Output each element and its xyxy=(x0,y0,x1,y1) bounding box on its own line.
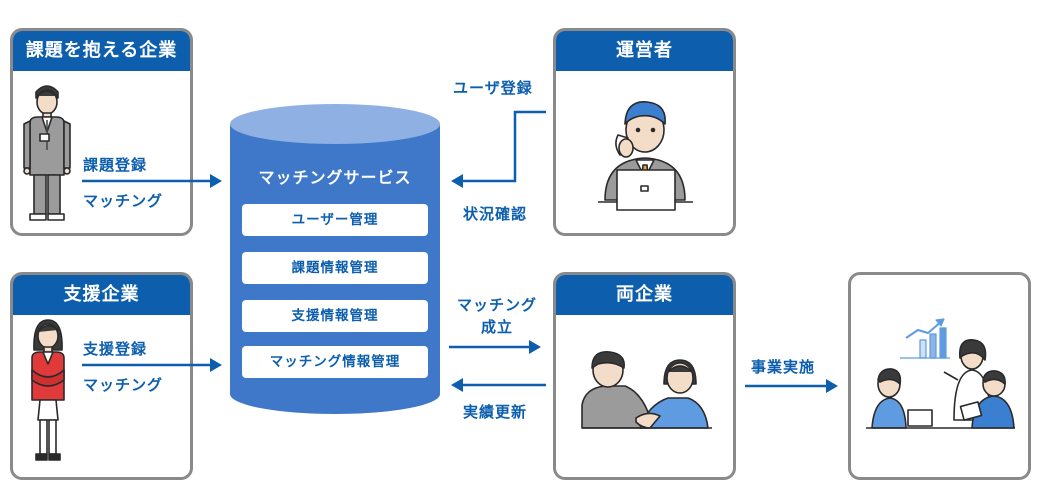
handshake-illustration xyxy=(581,351,712,429)
arrowhead xyxy=(451,174,463,188)
status-check-label: 状況確認 xyxy=(463,205,528,223)
meeting-illustration xyxy=(866,318,1015,429)
growth-chart-icon xyxy=(900,318,950,359)
arrowhead xyxy=(451,378,463,392)
service-item-problem-info: 課題情報管理 xyxy=(242,252,428,284)
both-companies-box: 両企業 xyxy=(553,272,736,480)
arrowhead xyxy=(210,174,222,188)
operator-illustration xyxy=(598,101,693,211)
arrowhead xyxy=(210,358,222,372)
service-title: マッチングサービス xyxy=(258,168,412,187)
support-company-title: 支援企業 xyxy=(13,275,190,315)
business-execution-label: 事業実施 xyxy=(751,358,816,376)
arrowhead xyxy=(826,379,838,393)
user-registration-label: ユーザ登録 xyxy=(453,79,533,97)
matching-established-label-2: 成立 xyxy=(480,318,513,336)
businessman-illustration xyxy=(23,85,71,221)
problem-registration-label: 課題登録 xyxy=(83,156,148,174)
both-companies-title: 両企業 xyxy=(556,275,733,315)
businesswoman-illustration xyxy=(31,319,65,461)
results-update-label: 実績更新 xyxy=(463,403,528,421)
matching-established-label-1: マッチング xyxy=(456,296,537,314)
service-item-matching-info: マッチング情報管理 xyxy=(242,346,428,378)
problem-company-title: 課題を抱える企業 xyxy=(13,31,190,71)
service-item-user-management: ユーザー管理 xyxy=(242,204,428,236)
problem-matching-label: マッチング xyxy=(83,192,164,210)
support-registration-label: 支援登録 xyxy=(83,340,148,358)
support-matching-label: マッチング xyxy=(83,376,164,394)
arrow-operator-to-service xyxy=(462,110,546,183)
operator-title: 運営者 xyxy=(556,31,733,71)
arrowhead xyxy=(529,340,541,354)
service-item-support-info: 支援情報管理 xyxy=(242,300,428,332)
